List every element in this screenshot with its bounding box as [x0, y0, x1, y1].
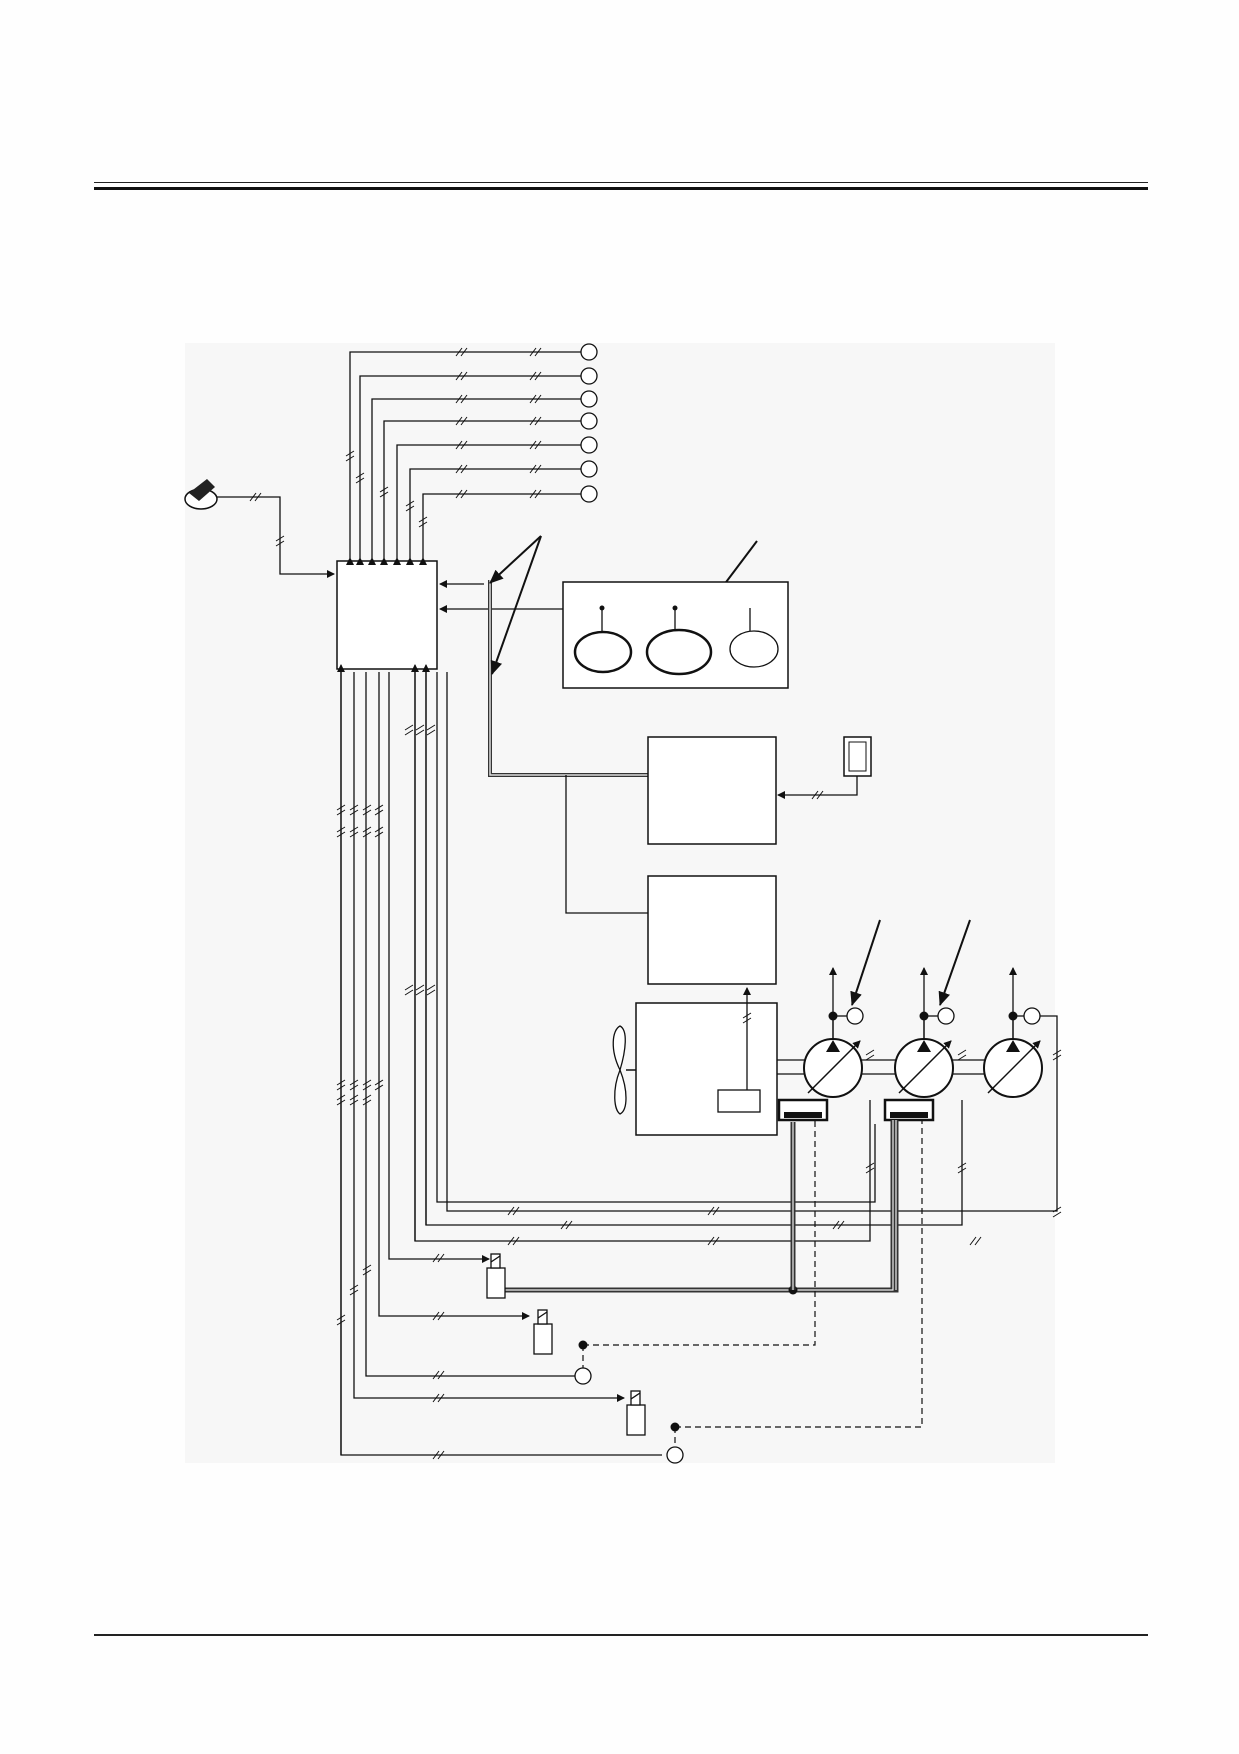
pump-outlets — [829, 967, 1024, 1017]
knob-signal-line — [217, 496, 335, 578]
gauge-2 — [645, 628, 713, 676]
pressure-switch-icon — [574, 1367, 592, 1385]
control-knob-icon — [184, 479, 218, 510]
footer-rule — [94, 1634, 1148, 1636]
variable-pump-icon — [894, 1016, 954, 1098]
sensor-terminal — [580, 390, 598, 408]
break-marks-bottom — [336, 724, 1062, 1460]
header-rule-thick — [94, 187, 1148, 190]
sensor-input-lines — [346, 351, 582, 565]
sensor-terminals — [580, 343, 598, 503]
sensor-terminal — [580, 412, 598, 430]
diagram-background — [185, 343, 1055, 1463]
variable-pump-icon — [983, 1016, 1043, 1098]
pump-regulator — [777, 1098, 829, 1122]
gauge-1 — [573, 630, 633, 674]
header-rule-thin — [94, 182, 1148, 183]
pressure-switch-icon — [666, 1446, 684, 1464]
sensor-terminal — [580, 367, 598, 385]
accelerator-dial-icon — [843, 736, 872, 777]
variable-pump-icon — [803, 1016, 863, 1098]
dial-signal-line — [777, 776, 858, 799]
sensor-terminal — [580, 485, 598, 503]
controller-box — [336, 560, 438, 670]
break-marks-top — [345, 347, 542, 528]
sensor-terminal — [580, 460, 598, 478]
governor-box — [647, 875, 777, 985]
engine-sensor-box — [717, 1089, 761, 1113]
pressure-sensors — [846, 1007, 1041, 1025]
gauge-3 — [729, 630, 779, 668]
solenoid-valve-icon — [626, 1390, 646, 1436]
engine-box — [635, 1002, 778, 1136]
fan-icon — [612, 1025, 636, 1115]
controller-output-lines — [340, 672, 1058, 1456]
solenoid-valve-icon — [533, 1309, 553, 1355]
engine-controller-box — [647, 736, 777, 845]
pump-regulator — [883, 1098, 935, 1122]
sensor-terminal — [580, 436, 598, 454]
solenoid-valve-icon — [486, 1253, 506, 1299]
pressure-lines — [503, 1120, 899, 1293]
sensor-terminal — [580, 343, 598, 361]
